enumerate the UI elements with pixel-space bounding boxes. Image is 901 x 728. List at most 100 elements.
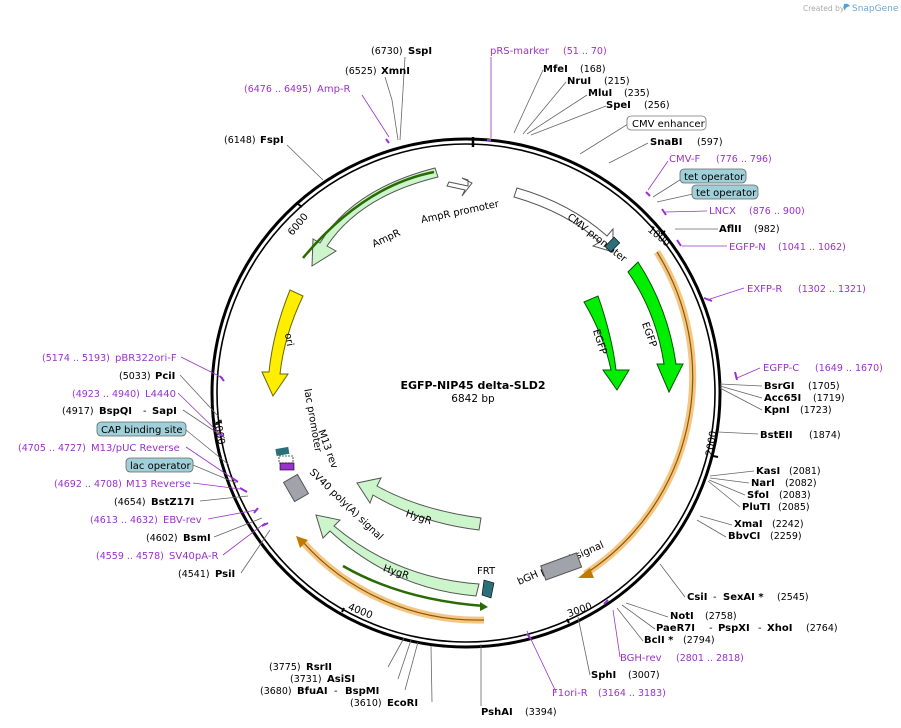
cap-binding-site-label: CAP binding site: [101, 425, 183, 436]
primer-mark-ebv: [253, 507, 259, 514]
site-spei[interactable]: SpeI (256): [606, 100, 670, 111]
feature-lac-operator[interactable]: lac operator: [125, 457, 194, 473]
site-noti[interactable]: NotI (2758): [670, 611, 737, 622]
tick-label-3000: 3000: [566, 601, 594, 620]
primer-bgh-rev[interactable]: BGH-rev (2801 .. 2818): [620, 653, 744, 664]
primer-cmv-f[interactable]: CMV-F (776 .. 796): [669, 154, 772, 165]
site-kpni[interactable]: KpnI (1723): [764, 405, 832, 416]
primer-pbr322ori-f[interactable]: (5174 .. 5193) pBR322ori-F: [42, 353, 177, 364]
leader-noti: [625, 602, 669, 618]
feature-tet-operator-2[interactable]: tet operator: [691, 184, 759, 200]
primer-l4440-name: L4440: [145, 389, 176, 400]
frt-mark[interactable]: [481, 579, 495, 599]
site-bstz17i[interactable]: (4654) BstZ17I: [114, 497, 194, 508]
site-sphi[interactable]: SphI (3007): [591, 670, 660, 681]
primer-sv40pa-r[interactable]: (4559 .. 4578) SV40pA-R: [96, 551, 218, 562]
site-bcli-pos: (2794): [683, 635, 715, 646]
sv40-polya-block[interactable]: [282, 473, 310, 503]
site-snabi[interactable]: SnaBI (597): [650, 137, 723, 148]
site-paer7i-sep: -: [709, 623, 713, 634]
site-rsrii[interactable]: (3775) RsrII: [269, 662, 332, 673]
site-bbvci[interactable]: BbvCI (2259): [728, 531, 802, 542]
leader-cap: [185, 429, 230, 466]
feature-cap-binding-site[interactable]: CAP binding site: [96, 421, 187, 437]
primer-lncx[interactable]: LNCX (876 .. 900): [709, 206, 805, 217]
snapgene-logo: SnapGene: [843, 3, 899, 14]
ori-arrow[interactable]: [261, 289, 304, 398]
primer-mark-f1: [526, 633, 532, 640]
site-paer7i-sep2: -: [758, 623, 762, 634]
primer-prs-marker[interactable]: pRS-marker (51 .. 70): [490, 46, 607, 57]
bgh-polya-block[interactable]: [540, 552, 583, 581]
feature-tet-operator-1[interactable]: tet operator: [679, 168, 747, 184]
primer-ebv-rev[interactable]: (4613 .. 4632) EBV-rev: [90, 515, 202, 526]
egfp-arrow-inner[interactable]: [583, 295, 630, 391]
primer-f1ori-r[interactable]: F1ori-R (3164 .. 3183): [552, 688, 666, 699]
sv40-polya-label: SV40 poly(A) signal: [307, 467, 385, 543]
site-nari[interactable]: NarI (2082): [751, 478, 817, 489]
hygr-arrow-inner[interactable]: [356, 477, 482, 531]
site-xmai[interactable]: XmaI (2242): [734, 519, 804, 530]
primer-lncx-name: LNCX: [709, 206, 736, 217]
site-nrui[interactable]: NruI (215): [567, 76, 630, 87]
ampr-arrow[interactable]: [311, 167, 439, 267]
site-xmni[interactable]: (6525) XmnI: [345, 66, 410, 77]
leader-fspi: [286, 144, 324, 181]
cmv-promoter-arrow[interactable]: [513, 187, 614, 253]
site-bsrgi[interactable]: BsrGI (1705): [764, 381, 840, 392]
site-psii[interactable]: (4541) PsiI: [178, 569, 235, 580]
egfp-arrow-outer[interactable]: [627, 261, 684, 394]
feature-cmv-enhancer[interactable]: CMV enhancer: [626, 115, 707, 131]
primer-mark-l4440: [217, 433, 225, 437]
leader-rsrii: [387, 637, 405, 668]
leader-sv40pa-r: [222, 522, 266, 556]
site-bcli[interactable]: BclI * (2794): [644, 635, 715, 646]
leader-tet-2: [656, 193, 694, 203]
leader-cmv-enhancer: [579, 123, 629, 155]
site-fspi[interactable]: (6148) FspI: [224, 135, 284, 146]
site-mfei[interactable]: MfeI (168): [543, 64, 606, 75]
site-bspqi[interactable]: (4917) BspQI - SapI: [62, 406, 177, 417]
primer-ebv-rev-pos: (4613 .. 4632): [90, 515, 158, 526]
primer-pbr322ori-f-name: pBR322ori-F: [115, 353, 177, 364]
site-aflii[interactable]: AflII (982): [719, 224, 780, 235]
primer-m13-puc-reverse[interactable]: (4705 .. 4727) M13/pUC Reverse: [18, 443, 180, 454]
site-xmni-pos: (6525): [345, 66, 377, 77]
site-psii-name: PsiI: [215, 569, 235, 580]
site-csii[interactable]: CsiI - SexAI * (2545): [687, 592, 809, 603]
site-asisi[interactable]: (3731) AsiSI: [290, 674, 355, 685]
leader-bbvci: [696, 519, 727, 538]
site-acc65i[interactable]: Acc65I (1719): [764, 393, 845, 404]
site-paer7i[interactable]: PaeR7I - PspXI - XhoI (2764): [656, 623, 838, 634]
site-bsmi[interactable]: (4602) BsmI: [146, 533, 211, 544]
site-bstz17i-pos: (4654): [114, 497, 146, 508]
primer-m13-reverse[interactable]: (4692 .. 4708) M13 Reverse: [54, 479, 191, 490]
site-pcii-name: PciI: [155, 371, 175, 382]
primer-egfp-c[interactable]: EGFP-C (1649 .. 1670): [763, 363, 883, 374]
primer-amp-r[interactable]: (6476 .. 6495) Amp-R: [244, 84, 351, 95]
site-mlui[interactable]: MluI (235): [588, 88, 650, 99]
primer-lncx-pos: (876 .. 900): [749, 206, 805, 217]
leader-nrui: [522, 81, 567, 135]
site-pcii[interactable]: (5033) PciI: [119, 371, 175, 382]
primer-egfp-n[interactable]: EGFP-N (1041 .. 1062): [729, 242, 846, 253]
site-kasi[interactable]: KasI (2081): [756, 466, 821, 477]
primer-l4440[interactable]: (4923 .. 4940) L4440: [72, 389, 176, 400]
site-bfuai[interactable]: (3680) BfuAI - BspMI: [260, 686, 379, 697]
site-pshai[interactable]: PshAI (3394): [481, 707, 557, 718]
primer-prs-marker-pos: (51 .. 70): [563, 46, 607, 57]
site-mlui-name: MluI: [588, 88, 612, 99]
leader-f1ori-r: [526, 630, 557, 693]
primer-exfp-r[interactable]: EXFP-R (1302 .. 1321): [747, 284, 866, 295]
ampr-promoter-arrow[interactable]: [446, 177, 473, 197]
site-sfoi[interactable]: SfoI (2083): [747, 490, 811, 501]
site-xmai-pos: (2242): [772, 519, 804, 530]
hygr-arrow-outer[interactable]: [315, 514, 480, 597]
site-plutI[interactable]: PluTI (2085): [742, 502, 810, 513]
site-bsteii[interactable]: BstEII (1874): [760, 430, 841, 441]
site-bspqi-name2: SapI: [152, 406, 177, 417]
site-sfoi-name: SfoI: [747, 490, 769, 501]
primer-l4440-pos: (4923 .. 4940): [72, 389, 140, 400]
site-sspi[interactable]: (6730) SspI: [371, 46, 432, 57]
site-ecori[interactable]: (3610) EcoRI: [350, 698, 418, 709]
